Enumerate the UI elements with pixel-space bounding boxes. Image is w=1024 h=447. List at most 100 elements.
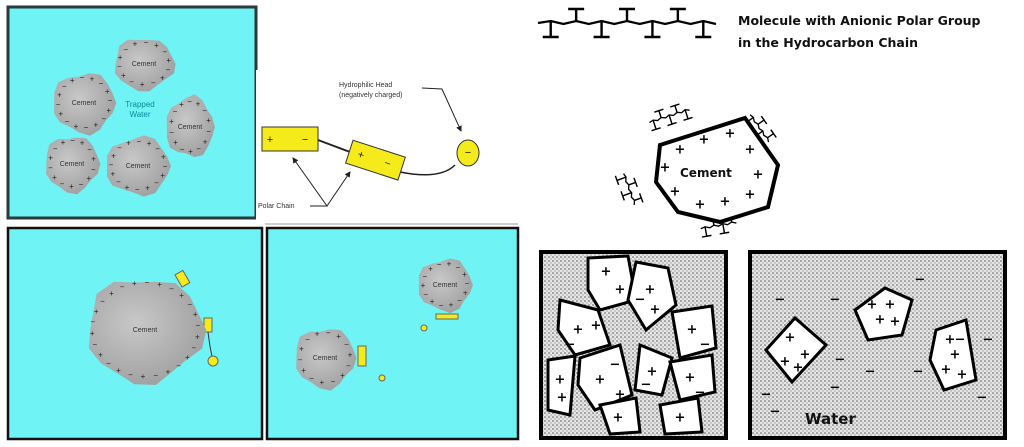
charge-symbol: + (157, 280, 162, 289)
charge-symbol: − (835, 353, 846, 368)
charge-symbol: + (428, 264, 433, 273)
charge-symbol: − (169, 128, 174, 137)
cement-particle (670, 304, 718, 360)
charge-symbol: + (188, 147, 193, 156)
cement-particle: +−+−+−+−+−+−+−Cement (46, 136, 101, 195)
charge-symbol: + (203, 137, 208, 146)
charge-symbol: + (132, 279, 137, 288)
charge-symbol: − (100, 297, 105, 306)
charge-symbol: − (641, 378, 652, 393)
charge-symbol: + (647, 365, 658, 380)
charge-symbol: − (700, 338, 711, 353)
charge-symbol: − (346, 362, 351, 371)
cement-particle (633, 342, 674, 397)
charge-symbol: − (344, 340, 349, 349)
charge-symbol: + (74, 122, 79, 131)
cement-particle: +−+−+−+−+−+−+−Cement (418, 258, 473, 314)
charge-symbol: − (196, 144, 201, 153)
charge-symbol: + (720, 195, 731, 210)
charge-symbol: + (195, 333, 200, 342)
polar-chain-label: Polar Chain (258, 203, 295, 210)
charge-symbol: − (162, 47, 167, 56)
cement-particle (626, 260, 678, 333)
charge-symbol: + (52, 173, 57, 182)
charge-symbol: − (437, 260, 442, 269)
charge-symbol: + (573, 323, 584, 338)
cement-label: Cement (433, 282, 458, 289)
charge-symbol: − (635, 293, 646, 308)
charge-symbol: + (90, 329, 95, 338)
cement-particle: −+−+−+−+−+−+−+Cement (114, 38, 176, 92)
charge-symbol: + (98, 350, 103, 359)
charge-symbol: − (90, 318, 95, 327)
adsorbed-admixture-molecule (174, 269, 219, 367)
charge-symbol: − (169, 284, 174, 293)
cement-particle (928, 318, 978, 392)
charge-symbol: − (439, 301, 444, 310)
charge-symbol: + (166, 368, 171, 377)
charge-symbol: + (110, 170, 115, 179)
charge-symbol: + (753, 168, 764, 183)
charge-symbol: + (93, 120, 98, 129)
cement-particle: +−+−+−+−+−+−+−Cement (296, 328, 357, 391)
cement-label: Cement (133, 327, 158, 334)
charge-symbol: − (101, 114, 106, 123)
legend-title-line-1: Molecule with Anionic Polar Group (738, 13, 981, 28)
cement-particle: −+−+−+−+−+−+−+Cement (166, 94, 215, 157)
charge-symbol: − (120, 283, 125, 292)
charge-symbol: − (326, 328, 331, 337)
charge-symbol: + (179, 100, 184, 109)
charge-symbol: − (108, 96, 113, 105)
charge-symbol: − (830, 293, 841, 308)
charge-symbol: − (123, 45, 128, 54)
cement-particle: +−+−+−+−+−+−+−+−Cement (54, 73, 117, 136)
charge-symbol: + (348, 351, 353, 360)
charge-symbol: + (591, 319, 602, 334)
charge-symbol: − (166, 65, 171, 74)
charge-symbol: − (144, 38, 149, 47)
charge-symbol: − (79, 180, 84, 189)
svg-text:−: − (382, 157, 392, 170)
charge-symbol: − (695, 386, 706, 401)
charge-symbol: − (62, 82, 67, 91)
hydrophilic-head-label: Hydrophilic Head (339, 82, 392, 89)
charge-symbol: − (565, 338, 576, 353)
charge-symbol: − (87, 145, 92, 154)
charge-symbol: − (955, 333, 966, 348)
hydrophilic-head: − (456, 139, 480, 167)
charge-symbol: + (141, 372, 146, 381)
charge-symbol: − (136, 137, 141, 146)
charge-symbol: + (57, 90, 62, 99)
charge-symbol: + (105, 87, 110, 96)
charge-symbol: + (340, 371, 345, 380)
charge-symbol: + (615, 388, 626, 403)
charge-symbol: + (196, 99, 201, 108)
charge-symbol: + (179, 291, 184, 300)
charge-symbol: + (109, 289, 114, 298)
polar-chain-segment-1: + − (261, 126, 319, 152)
charge-symbol: − (195, 321, 200, 330)
charge-symbol: + (645, 283, 656, 298)
cement-label: Cement (313, 355, 338, 362)
cement-label: Cement (126, 163, 151, 170)
hydrocarbon-chain-icon (742, 114, 777, 143)
charge-symbol: − (155, 145, 160, 154)
charge-symbol: − (106, 359, 111, 368)
cement-particle (668, 353, 717, 402)
charge-symbol: − (187, 97, 192, 106)
charge-symbol: − (128, 370, 133, 379)
charge-symbol: + (94, 307, 99, 316)
charge-symbol: + (601, 265, 612, 280)
charge-symbol: + (111, 151, 116, 160)
charge-symbol: − (775, 293, 786, 308)
charge-symbol: − (60, 180, 65, 189)
dispersed-particles-box: ++++++++++++−−−−−−−−−−−− Water (748, 250, 1007, 440)
anionic-molecule-legend: Molecule with Anionic Polar Group in the… (537, 7, 981, 50)
charge-symbol: − (80, 73, 85, 82)
charge-symbol: + (315, 329, 320, 338)
charge-symbol: + (695, 198, 706, 213)
charge-symbol: + (957, 368, 968, 383)
charge-symbol: − (91, 165, 96, 174)
charge-symbol: + (685, 371, 696, 386)
charge-symbol: + (301, 366, 306, 375)
